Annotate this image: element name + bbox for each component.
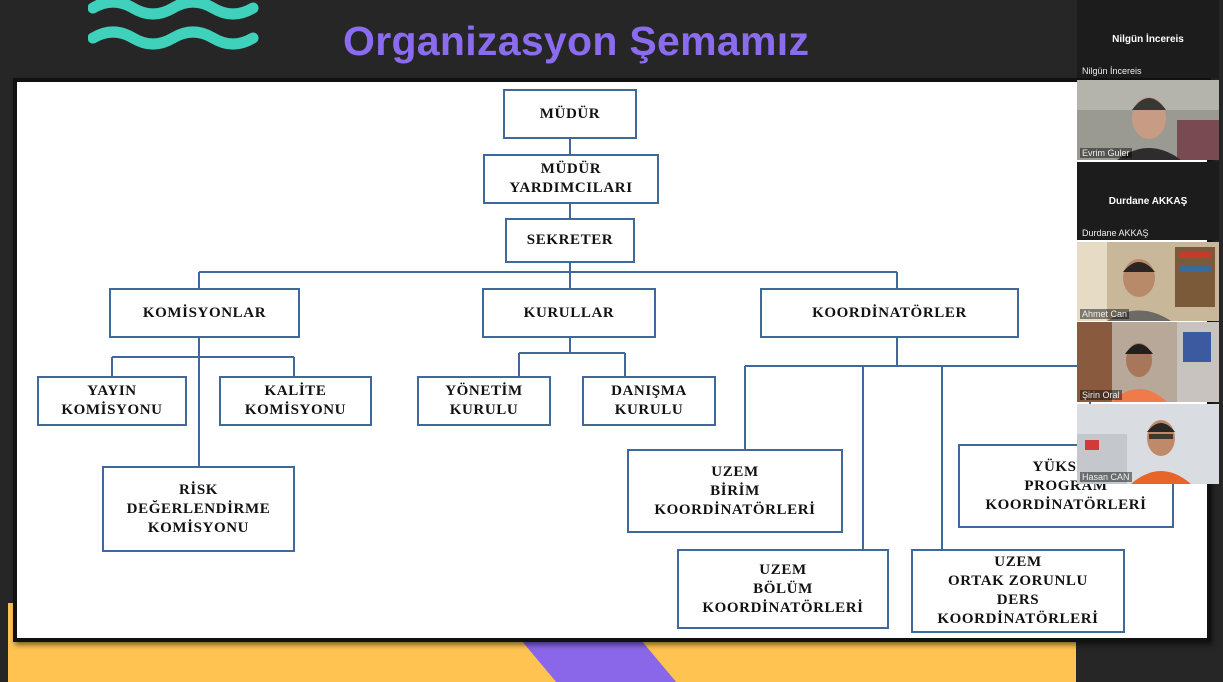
node-kalite-komisyonu: KALİTE KOMİSYONU <box>219 376 372 426</box>
node-uzem-bolum: UZEM BÖLÜM KOORDİNATÖRLERİ <box>677 549 889 629</box>
participant-label: Hasan CAN <box>1080 472 1132 482</box>
participant-name: Durdane AKKAŞ <box>1108 196 1188 207</box>
node-risk-komisyonu: RİSK DEĞERLENDİRME KOMİSYONU <box>102 466 295 552</box>
participant-video <box>1077 242 1219 321</box>
participant-video <box>1077 322 1219 402</box>
node-koordinatorler: KOORDİNATÖRLER <box>760 288 1019 338</box>
participant-tile[interactable]: Ahmet Can <box>1077 242 1219 321</box>
org-chart-frame: MÜDÜR MÜDÜR YARDIMCILARI SEKRETER KOMİSY… <box>13 78 1211 642</box>
participant-tile[interactable]: Hasan CAN <box>1077 404 1219 484</box>
participant-tile[interactable]: Evrim Guler <box>1077 80 1219 160</box>
org-chart-connectors <box>111 139 1091 549</box>
node-danisma-kurulu: DANIŞMA KURULU <box>582 376 716 426</box>
slide-title: Organizasyon Şemamız <box>343 18 810 64</box>
node-sekreter: SEKRETER <box>505 218 635 263</box>
participant-tile[interactable]: Şirin Oral <box>1077 322 1219 402</box>
node-yayin-komisyonu: YAYIN KOMİSYONU <box>37 376 187 426</box>
participant-label: Şirin Oral <box>1080 390 1122 400</box>
participant-label: Ahmet Can <box>1080 309 1130 319</box>
wave-logo-icon <box>88 0 259 50</box>
participant-name: Nilgün İncereis <box>1112 34 1184 45</box>
node-uzem-birim: UZEM BİRİM KOORDİNATÖRLERİ <box>627 449 843 533</box>
node-komisyonlar: KOMİSYONLAR <box>109 288 300 338</box>
participant-tile[interactable]: Nilgün İncereis Nilgün İncereis <box>1077 0 1219 78</box>
node-kurullar: KURULLAR <box>482 288 656 338</box>
node-mudur-yardimcilari: MÜDÜR YARDIMCILARI <box>483 154 659 204</box>
participant-label: Durdane AKKAŞ <box>1082 228 1149 238</box>
participant-tile[interactable]: Durdane AKKAŞ Durdane AKKAŞ <box>1077 162 1219 240</box>
node-uzem-ortak: UZEM ORTAK ZORUNLU DERS KOORDİNATÖRLERİ <box>911 549 1125 633</box>
participant-video <box>1077 80 1219 160</box>
participant-label: Evrim Guler <box>1080 148 1132 158</box>
node-mudur: MÜDÜR <box>503 89 637 139</box>
participant-label: Nilgün İncereis <box>1082 66 1142 76</box>
node-yonetim-kurulu: YÖNETİM KURULU <box>417 376 551 426</box>
participant-video <box>1077 404 1219 484</box>
